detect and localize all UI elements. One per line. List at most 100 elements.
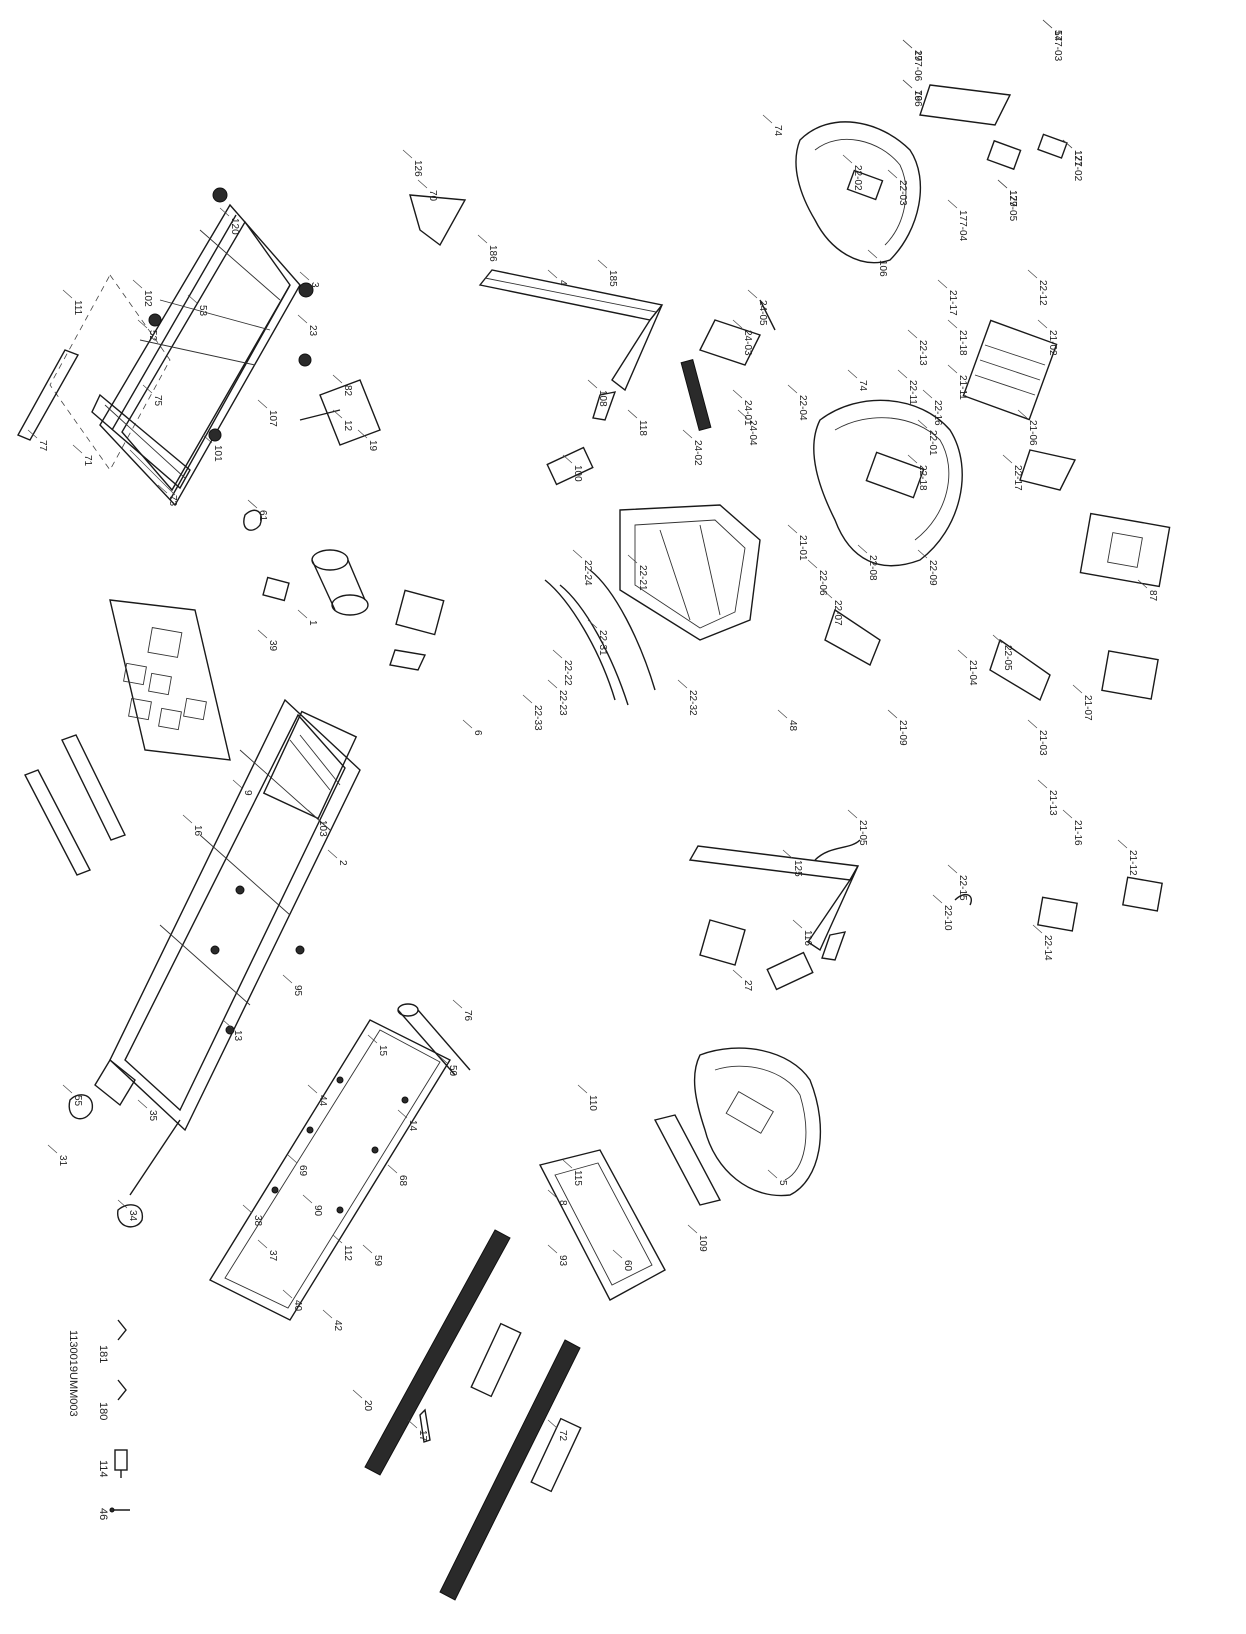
callout-leader (822, 589, 833, 599)
callout-leader (72, 444, 83, 454)
legend-num-46: 46 (97, 1508, 109, 1520)
callout-label: 21-11 (957, 375, 968, 400)
document-code: 1130019UMM003 (67, 1330, 79, 1417)
callout-label: 24-04 (747, 420, 758, 446)
callout-label: 76 (462, 1010, 473, 1022)
callout-leader (562, 1159, 573, 1169)
callout-leader (732, 969, 743, 979)
callout-leader (577, 1084, 588, 1094)
callout-label: 22-23 (557, 690, 568, 716)
callout-label: 21-13 (1047, 790, 1058, 816)
callout-label: 29 (912, 50, 923, 62)
callout-label: 21-02 (1047, 330, 1058, 356)
callout-leader (547, 679, 558, 689)
callout-label: 35 (147, 1110, 158, 1122)
callout-label: 24-01 (742, 400, 753, 426)
callout-label: 22-12 (1037, 280, 1048, 306)
callout-leader (762, 114, 773, 124)
callout-leader (219, 207, 230, 217)
callout-leader (732, 319, 743, 329)
callout-leader (597, 259, 608, 269)
callout-label: 22-17 (1012, 465, 1023, 491)
callout-label: 22-02 (852, 165, 863, 191)
callout-label: 42 (332, 1320, 343, 1332)
callout-label: 12 (342, 420, 353, 432)
callout-leader (612, 1249, 623, 1259)
callout-leader (222, 1019, 233, 1029)
callout-leader (307, 1084, 318, 1094)
callout-leader (47, 1144, 58, 1154)
callout-leader (677, 679, 688, 689)
callout-leader (1062, 139, 1073, 149)
callout-label: 3 (309, 282, 320, 288)
callout-label: 166 (912, 90, 923, 107)
callout-label: 5 (777, 1180, 788, 1186)
legend-num-181: 181 (97, 1345, 109, 1363)
callout-leader (242, 1204, 253, 1214)
callout-leader (737, 409, 748, 419)
callout-leader (947, 864, 958, 874)
callout-label: 72 (557, 1430, 568, 1442)
callout-leader (477, 234, 488, 244)
callout-label: 53 (197, 305, 208, 317)
callout-leader (747, 289, 758, 299)
callout-leader (627, 409, 638, 419)
callout-label: 129 (1007, 190, 1018, 207)
callout-leader (322, 1309, 333, 1319)
callout-leader (257, 399, 268, 409)
callout-label: 77 (37, 440, 48, 452)
callout-leader (1072, 684, 1083, 694)
callout-label: 22-07 (832, 600, 843, 626)
callout-leader (182, 814, 193, 824)
callout-label: 61 (257, 510, 268, 522)
callout-label: 24-02 (692, 440, 703, 466)
callout-label: 13 (232, 1030, 243, 1042)
callout-label: 103 (317, 820, 328, 837)
callout-leader (782, 849, 793, 859)
callout-label: 22-24 (582, 560, 593, 586)
callout-label: 14 (407, 1120, 418, 1132)
callout-label: 31 (57, 1155, 68, 1167)
callout-label: 68 (397, 1175, 408, 1187)
callout-label: 22-15 (957, 875, 968, 901)
callout-label: 21-12 (1127, 850, 1138, 876)
callout-leader (452, 999, 463, 1009)
callout-label: 38 (252, 1215, 263, 1227)
callout-label: 22-03 (897, 180, 908, 206)
callout-label: 75 (152, 395, 163, 407)
callout-leader (407, 1419, 418, 1429)
callout-leader (897, 369, 908, 379)
callout-leader (117, 1199, 128, 1209)
callout-label: 34 (127, 1210, 138, 1222)
callout-leader (1137, 579, 1148, 589)
callout-leader (357, 429, 368, 439)
callout-label: 90 (312, 1205, 323, 1217)
callout-label: 59 (372, 1255, 383, 1267)
callout-leader (547, 269, 558, 279)
callout-label: 100 (572, 465, 583, 482)
callout-label: 21-05 (857, 820, 868, 846)
callout-label: 69 (297, 1165, 308, 1177)
callout-label: 22-18 (917, 465, 928, 491)
callout-label: 21-04 (967, 660, 978, 686)
callout-leader (297, 314, 308, 324)
callout-leader (1002, 454, 1013, 464)
callout-label: 177-06 (912, 50, 923, 82)
callout-label: 186 (487, 245, 498, 262)
callout-label: 1 (307, 620, 318, 626)
callout-label: 24-05 (757, 300, 768, 326)
running-deck (209, 1003, 471, 1321)
callout-label: 95 (292, 985, 303, 997)
callout-leader (547, 1419, 558, 1429)
callout-label: 22-13 (917, 340, 928, 366)
callout-leader (807, 559, 818, 569)
callout-leader (1017, 409, 1028, 419)
callout-label: 70 (427, 190, 438, 202)
callout-label: 125 (792, 860, 803, 877)
callout-label: 19 (367, 440, 378, 452)
callout-label: 55 (72, 1095, 83, 1107)
callout-label: 22-06 (817, 570, 828, 596)
main-base-frame (68, 698, 361, 1228)
callout-leader (1037, 319, 1048, 329)
callout-label: 82 (342, 385, 353, 397)
